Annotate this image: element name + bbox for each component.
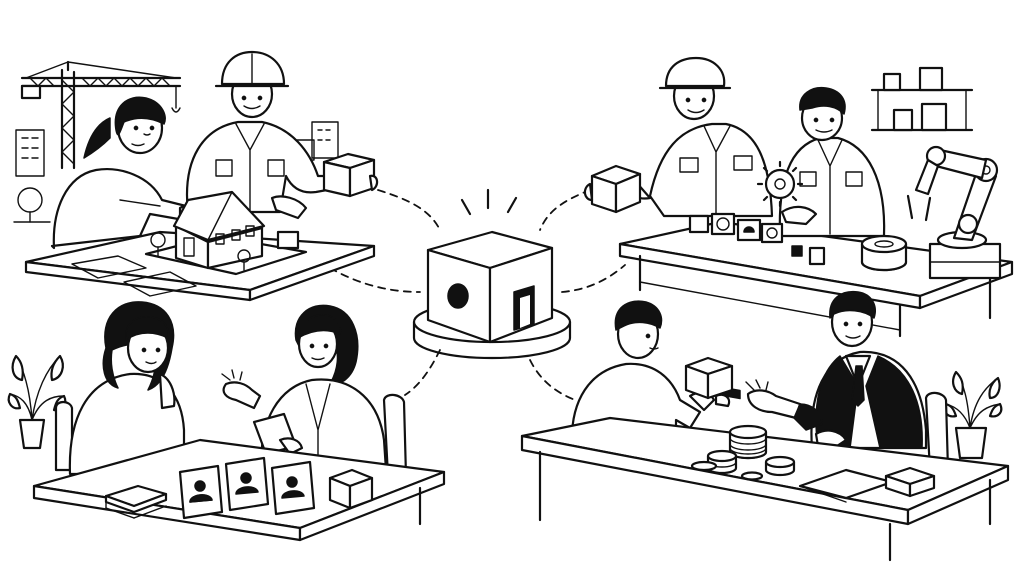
hub-cube: [426, 230, 554, 344]
house-model: [144, 190, 308, 276]
connector-top-left: [377, 189, 441, 231]
gear-icon: [756, 160, 804, 208]
person-technician: [778, 86, 886, 238]
parts-on-bench: [688, 212, 826, 266]
connector-bottom-right: [529, 359, 576, 401]
cube-held-manufacturing: [583, 164, 642, 214]
central-hub: [412, 188, 572, 360]
profile-card: [178, 464, 224, 520]
tree-icon: [13, 187, 51, 223]
person-interviewer: [221, 304, 388, 472]
connector-mid-right: [561, 264, 626, 293]
potted-plant-right: [943, 370, 1003, 460]
connectors: [329, 189, 626, 401]
group-construction: [13, 50, 379, 302]
cube-on-finance-desk: [884, 466, 936, 498]
connector-top-right: [539, 189, 591, 231]
connector-mid-left: [329, 267, 421, 293]
profile-cards: [178, 456, 316, 520]
robot-arm: [906, 145, 1002, 280]
storage-shelf: [870, 66, 974, 132]
cube-on-hiring-table: [328, 468, 374, 510]
person-icon: [235, 486, 259, 495]
document-stack: [104, 484, 168, 519]
person-icon: [281, 490, 305, 499]
tape-roll: [860, 234, 908, 272]
hub-sparkle: [460, 188, 518, 216]
group-hiring: [7, 301, 446, 542]
connector-bottom-left: [404, 349, 441, 396]
tower-crane: [20, 60, 182, 170]
tree-icon: [237, 249, 251, 271]
profile-card: [270, 460, 316, 516]
cube-held-finance: [684, 356, 734, 408]
person-icon: [189, 494, 213, 503]
cube-held-construction: [322, 152, 379, 198]
person-businessman: [745, 290, 928, 450]
person-construction-worker: [185, 50, 340, 220]
profile-card: [224, 456, 270, 512]
tree-icon: [150, 232, 166, 257]
potted-plant-left: [7, 354, 67, 450]
background-buildings-left: [13, 121, 339, 223]
group-finance: [520, 290, 1010, 562]
chair-right: [382, 393, 408, 478]
person-factory-worker: [624, 56, 774, 218]
coin-stacks: [690, 424, 796, 481]
